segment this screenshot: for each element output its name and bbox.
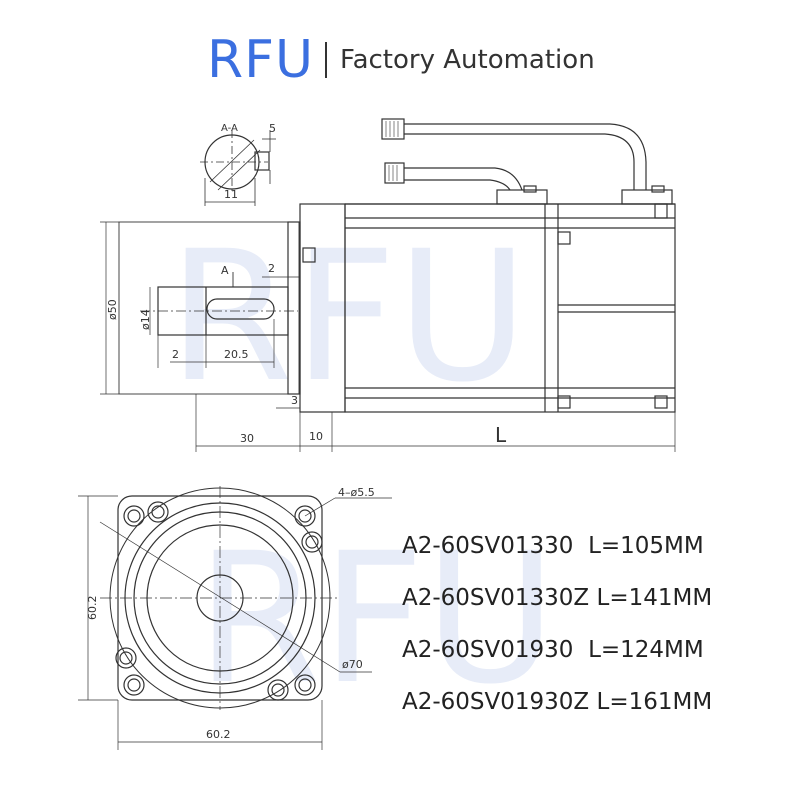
flange-step-label: 3 [291,394,298,407]
flange-diameter-label: ø50 [106,299,119,320]
section-key-height-label: 5 [269,122,276,135]
model-length: L=124MM [588,637,704,663]
bolt-circle-label: ø70 [342,658,363,671]
section-a-a: A-A 5 11 [200,122,276,206]
view-marker: A [221,264,229,277]
key-offset-top-label: 2 [268,262,275,275]
section-label: A-A [221,123,238,134]
front-view: ø70 4–ø5.5 60.2 60.2 [78,486,392,750]
header-divider [325,42,327,78]
shaft-length-label: 30 [240,432,254,445]
header: RFU Factory Automation [0,30,800,90]
model-length: L=141MM [596,585,713,611]
mount-holes-label: 4–ø5.5 [338,486,375,499]
front-width-label: 60.2 [206,728,231,741]
model-code: A2-60SV01330 [402,533,574,559]
model-row: A2-60SV01330Z L=141MM [402,572,792,624]
tagline: Factory Automation [340,45,595,75]
section-width-label: 11 [224,188,238,201]
model-list: A2-60SV01330 L=105MM A2-60SV01330Z L=141… [402,520,792,728]
front-height-label: 60.2 [86,596,99,621]
model-code: A2-60SV01930 [402,637,574,663]
model-row: A2-60SV01930 L=124MM [402,624,792,676]
model-code: A2-60SV01330Z [402,585,590,611]
model-length: L=105MM [588,533,704,559]
key-length-label: 20.5 [224,348,249,361]
model-row: A2-60SV01930Z L=161MM [402,676,792,728]
side-view: A ø50 ø14 2 2 20.5 3 [100,118,676,452]
shaft-diameter-label: ø14 [139,309,152,330]
model-row: A2-60SV01330 L=105MM [402,520,792,572]
brand-logo: RFU [207,30,315,90]
model-code: A2-60SV01930Z [402,689,590,715]
flange-thickness-label: 10 [309,430,323,443]
model-length: L=161MM [596,689,713,715]
body-length-label: L [495,423,507,447]
key-offset-left-label: 2 [172,348,179,361]
